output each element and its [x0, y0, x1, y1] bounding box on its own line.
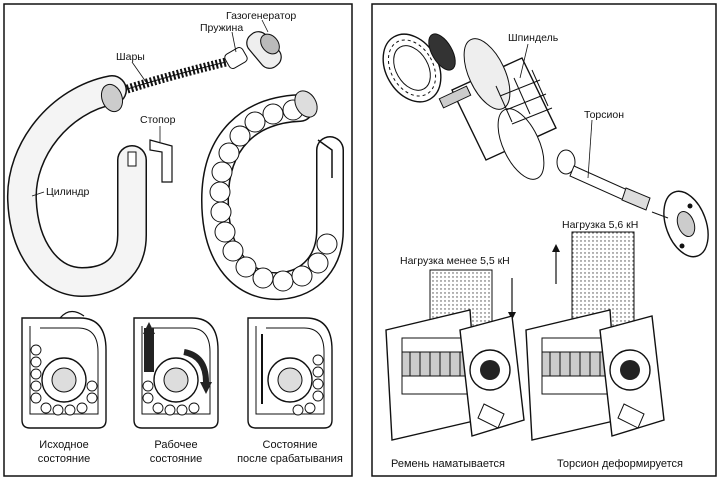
right-panel-frame	[371, 3, 717, 477]
right-leader-lines	[519, 43, 593, 179]
label-stopper: Стопор	[140, 114, 176, 126]
right-panel: Шпиндель Торсион Нагрузка менее 5,5 кН Н…	[371, 3, 717, 477]
bearing-drawing	[382, 33, 456, 103]
caption-initial-line2: состояние	[38, 453, 91, 465]
retractor-left	[385, 309, 525, 441]
label-spindle: Шпиндель	[508, 32, 559, 44]
caption-working-line1: Рабочее	[154, 439, 197, 451]
label-torsion: Торсион	[584, 109, 624, 121]
spindle-drawing	[438, 38, 557, 180]
torsion-bar-drawing	[556, 149, 651, 211]
load-arrow-down	[508, 278, 516, 320]
gas-generator-drawing	[224, 31, 282, 69]
cylinder-drawing	[6, 75, 147, 298]
spring-drawing	[110, 57, 228, 99]
mechanism-initial	[21, 310, 107, 429]
caption-belt-winding: Ремень наматывается	[391, 458, 505, 470]
caption-working-line2: состояние	[150, 453, 203, 465]
caption-initial-line1: Исходное	[39, 439, 88, 451]
left-panel-frame	[3, 3, 353, 477]
label-balls: Шары	[116, 51, 145, 63]
ball-loop-drawing	[200, 90, 344, 301]
mechanism-after	[247, 317, 333, 429]
stopper-drawing	[127, 139, 173, 183]
label-cylinder: Цилиндр	[46, 186, 90, 198]
label-load-high: Нагрузка 5,6 кН	[562, 219, 638, 231]
load-arrow-up	[552, 244, 560, 284]
left-panel: Газогенератор Пружина Шары Стопор Цилинд…	[3, 3, 353, 477]
label-gas-generator: Газогенератор	[226, 10, 296, 22]
caption-torsion-deforms: Торсион деформируется	[557, 458, 683, 470]
caption-after-line2: после срабатывания	[237, 453, 343, 465]
label-load-low: Нагрузка менее 5,5 кН	[400, 255, 510, 267]
label-spring: Пружина	[200, 22, 243, 34]
caption-after-line1: Состояние	[263, 439, 318, 451]
mechanism-working	[133, 317, 219, 429]
end-disk-drawing	[651, 190, 709, 258]
left-leader-lines	[31, 19, 269, 197]
retractor-right	[525, 309, 665, 441]
